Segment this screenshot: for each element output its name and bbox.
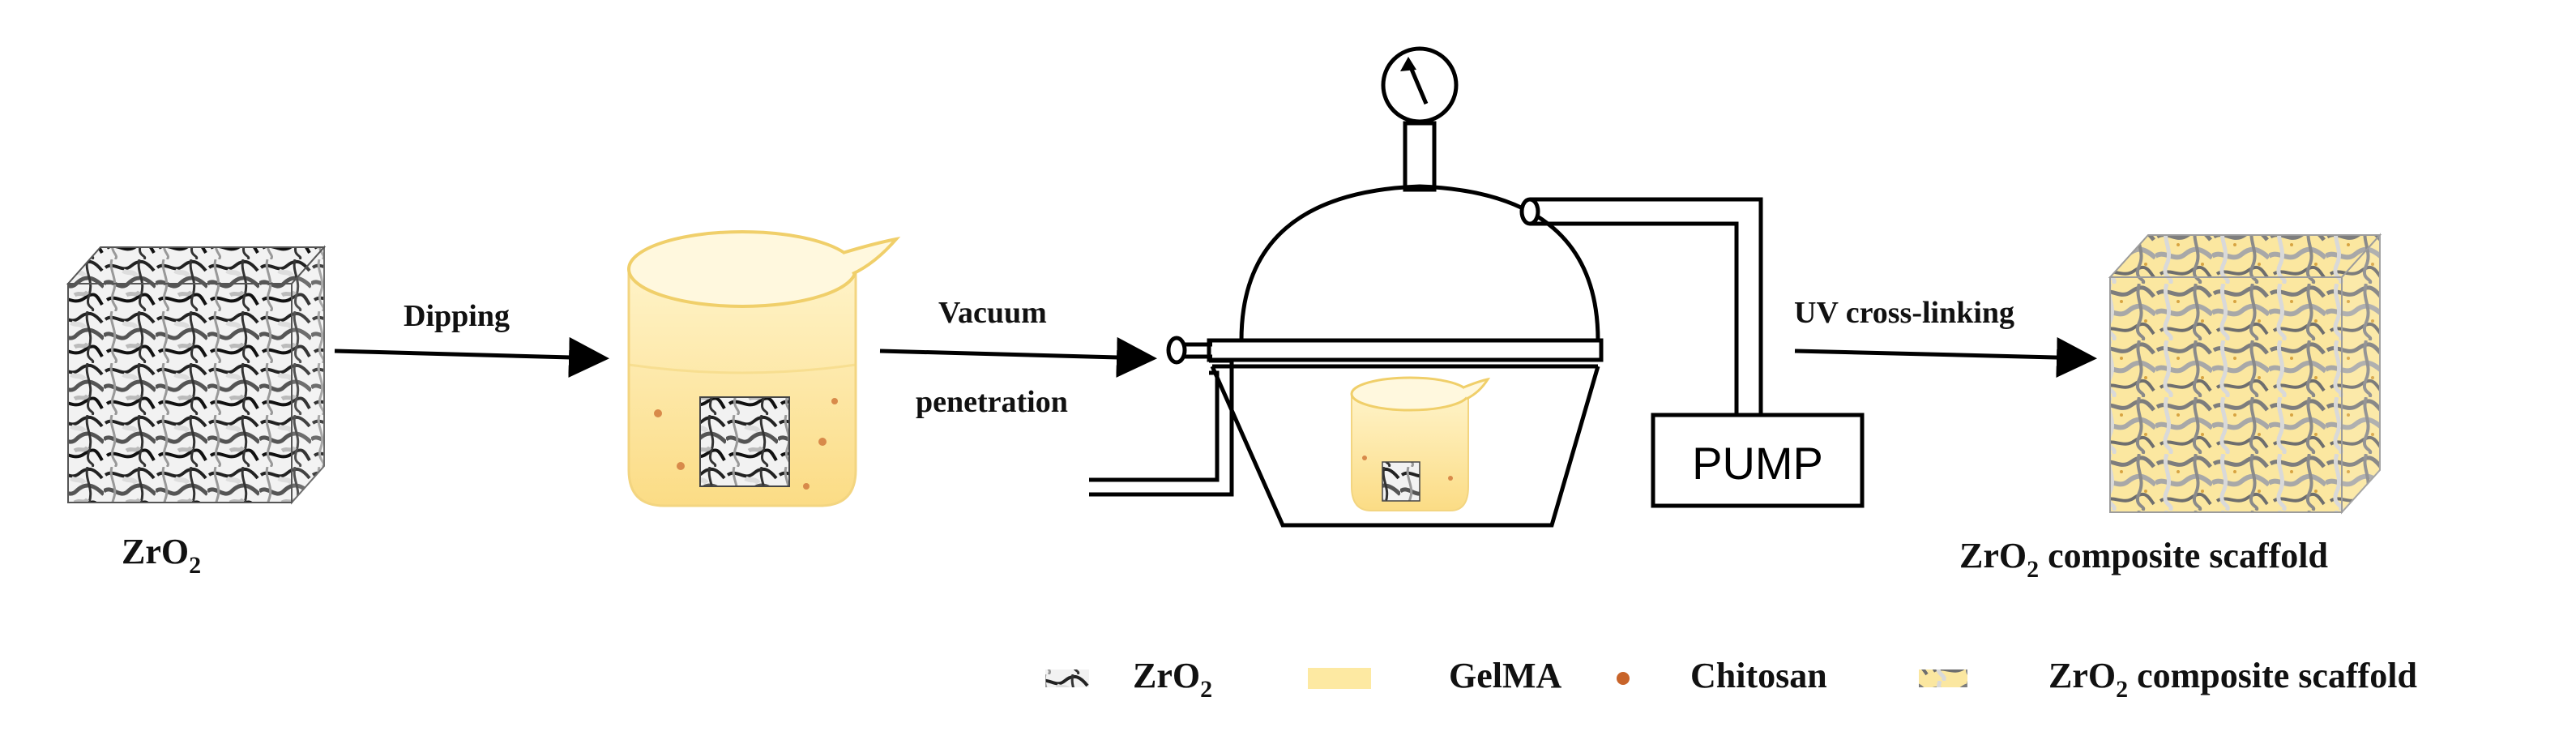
svg-text:ZrO2: ZrO2 (1133, 656, 1212, 703)
uv-crosslinking-label: UV cross-linking (1794, 296, 2014, 330)
legend-item-chitosan: Chitosan (1617, 656, 1827, 695)
uv-arrow (1794, 337, 2097, 379)
legend-item-composite: ZrO2 composite scaffold (1919, 656, 2417, 703)
composite-scaffold-label: ZrO2 composite scaffold (1959, 536, 2328, 583)
legend-label: Chitosan (1690, 656, 1827, 695)
chitosan-particles (654, 398, 838, 490)
legend: ZrO2 GelMA Chitosan ZrO2 composite scaff… (1045, 656, 2417, 703)
composite-scaffold-cube (2108, 233, 2382, 515)
legend-item-zro2: ZrO2 (1045, 656, 1212, 703)
zro2-texture-swatch-icon (1045, 669, 1089, 687)
vacuum-arrow (879, 336, 1157, 378)
zro2-label: ZrO2 (122, 532, 201, 579)
gelma-beaker (627, 230, 901, 507)
pump-label: PUMP (1692, 438, 1823, 489)
small-gelma-beaker (1350, 376, 1491, 511)
dipping-arrow (334, 336, 609, 378)
legend-label: ZrO (1133, 656, 1200, 695)
vacuum-desiccator (1089, 46, 1763, 528)
gelma-swatch-icon (1308, 668, 1371, 689)
composite-texture-swatch-icon (1919, 669, 1967, 687)
svg-text:ZrO2 composite scaffold: ZrO2 composite scaffold (2048, 656, 2417, 703)
zro2-scaffold-cube (66, 245, 327, 505)
penetration-label: penetration (916, 385, 1068, 419)
legend-label: ZrO (2048, 656, 2116, 695)
vacuum-label: Vacuum (938, 296, 1047, 330)
chitosan-dot-icon (1617, 672, 1630, 685)
pump-box (1651, 413, 1865, 508)
legend-label: GelMA (1449, 656, 1562, 695)
dipping-label: Dipping (404, 299, 510, 333)
legend-item-gelma: GelMA (1308, 656, 1562, 695)
immersed-cube (699, 396, 790, 487)
